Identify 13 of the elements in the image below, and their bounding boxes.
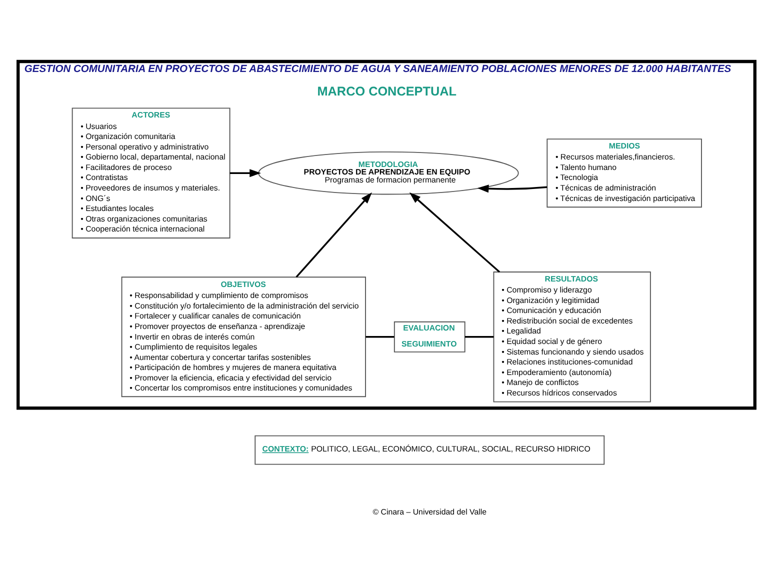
node-box: CONTEXTO: POLITICO, LEGAL, ECONÓMICO, CULTURAL, SOCIAL, RECURSO HIDRICO — [254, 435, 605, 465]
connector — [464, 336, 494, 338]
node-box: OBJETIVOS • Responsabilidad y cumplimiento de compromisos • Constitución y/o fortalecimiento de la administración del servicio • Fortalecer y cualificar canales de comunicación • Promover proyectos de enseñanza - aprendizaje • Invertir en obras de interés común • Cumplimiento de requisitos legales • Aumentar cobertura y concertar tarifas sostenibles • Participación de hombres y mujeres de manera equitativa • Promover la eficiencia, eficacia y efectividad del servicio • Concertar los compromisos entre instituciones y comunidades — [121, 276, 366, 398]
label: © Cinara – Universidad del Valle — [372, 508, 487, 517]
arrow — [230, 169, 262, 178]
arrow — [409, 192, 500, 273]
node-box: RESULTADOS • Compromiso y liderazgo • Organización y legitimidad • Comunicación y educación • Redistribución social de excedentes • Legalidad • Equidad social y de género • Sistemas funcionando y siendo usados • Relaciones instituciones-comunidad • Empoderamiento (autonomía) • Manejo de conflictos • Recursos hídricos conservados — [493, 272, 651, 402]
arrow — [477, 184, 548, 193]
connector — [366, 336, 394, 338]
node-box: EVALUACION SEGUIMIENTO — [394, 321, 466, 352]
node-box: MEDIOS • Recursos materiales,financieros. • Talento humano • Tecnologia • Técnicas de administración • Técnicas de investigación participativa — [546, 138, 702, 208]
arrow — [296, 192, 372, 278]
node-box: ACTORES • Usuarios • Organización comunitaria • Personal operativo y administrativo • Gobierno local, departamental, nacional • Facilitadores de proceso • Contratistas • Proveedores de insumos y materiales. • ONG´s • Estudiantes locales • Otras organizaciones comunitarias • Cooperación técnica internacional — [72, 108, 230, 238]
